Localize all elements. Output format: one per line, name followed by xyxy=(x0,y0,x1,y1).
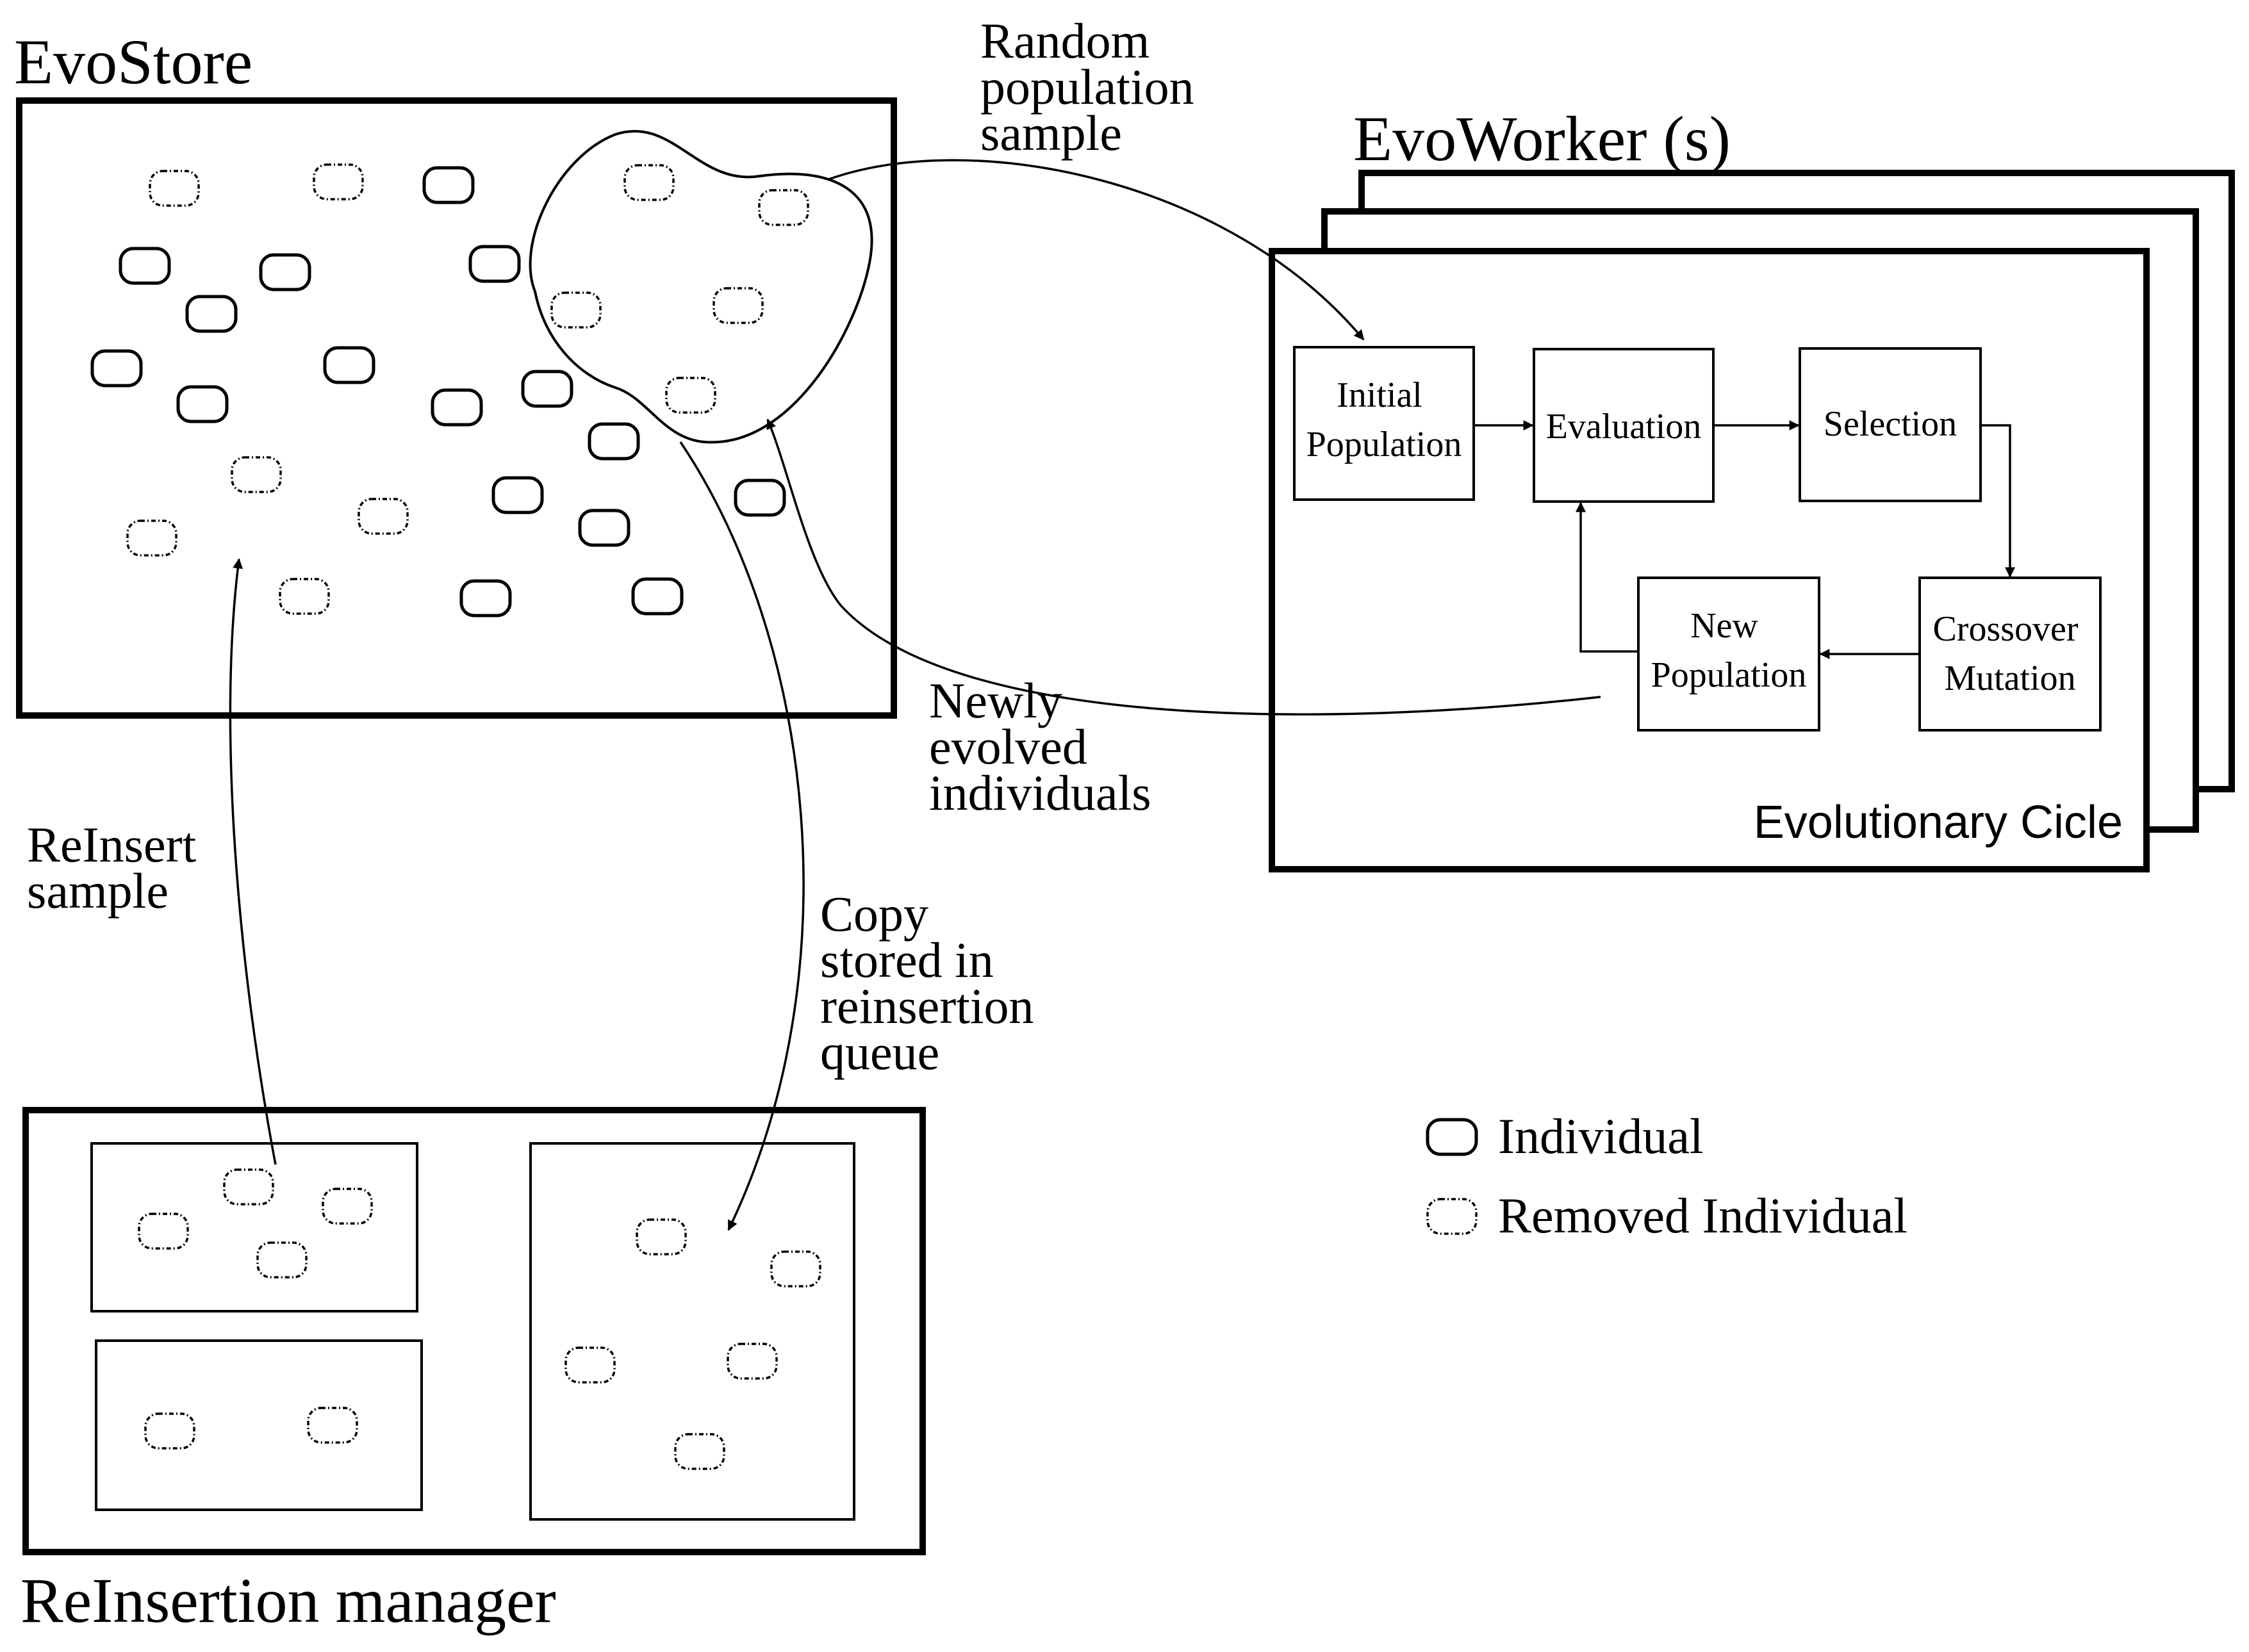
legend: Individual Removed Individual xyxy=(1426,1108,1907,1243)
evostore-title: EvoStore xyxy=(14,26,252,97)
removed-individual xyxy=(231,456,282,493)
individual xyxy=(578,509,630,547)
evaluation-box xyxy=(1533,348,1715,503)
arrow-new-population-to-evaluation xyxy=(1576,502,1638,653)
reinsert-sample-box-2 xyxy=(95,1339,423,1511)
individual xyxy=(468,245,521,283)
individual xyxy=(631,577,684,616)
individual xyxy=(431,388,483,427)
removed-individual xyxy=(758,189,809,226)
removed-individual xyxy=(138,1213,189,1250)
removed-individual xyxy=(623,164,675,201)
initial-population-box xyxy=(1293,346,1475,501)
legend-removed-individual-swatch xyxy=(1426,1198,1478,1235)
random-sample-annotation: Random population sample xyxy=(980,13,1207,161)
random-sample-region xyxy=(529,129,873,444)
removed-individual xyxy=(665,377,716,414)
arrow-random-sample-to-worker xyxy=(828,159,1365,341)
removed-individual xyxy=(770,1250,821,1288)
selection-box xyxy=(1799,347,1982,502)
individual xyxy=(119,247,171,285)
individual xyxy=(459,579,512,617)
removed-individual xyxy=(322,1188,373,1225)
removed-individual xyxy=(358,498,409,535)
removed-individual xyxy=(674,1433,725,1470)
individual xyxy=(323,346,375,384)
evoworker-title: EvoWorker (s) xyxy=(1353,103,1731,174)
reinsertion-manager: ReInsertion manager xyxy=(21,1107,926,1636)
legend-individual-swatch xyxy=(1426,1118,1478,1156)
new-population-label: New Population xyxy=(1651,606,1807,695)
evoworker: EvoWorker (s) Initial Population Evaluat… xyxy=(1269,103,2235,872)
individual xyxy=(422,166,475,204)
removed-individual xyxy=(713,287,764,324)
evostore-individuals xyxy=(90,163,809,617)
individual xyxy=(491,476,544,514)
newly-evolved-annotation: Newly evolved individuals xyxy=(929,673,1151,821)
reinsertion-manager-title: ReInsertion manager xyxy=(21,1565,556,1636)
arrow-copy-to-reinsertion-queue xyxy=(679,441,805,1231)
copy-stored-annotation: Copy stored in reinsertion queue xyxy=(820,886,1046,1080)
evolutionary-cycle-label: Evolutionary Cicle xyxy=(1754,797,2123,848)
crossover-mutation-box xyxy=(1918,577,2102,732)
removed-individual xyxy=(149,170,200,207)
removed-individual xyxy=(550,291,602,329)
legend-individual-label: Individual xyxy=(1498,1108,1704,1164)
evoworker-frame-front xyxy=(1269,248,2150,872)
individual xyxy=(176,385,229,423)
reinsertion-individuals xyxy=(138,1168,821,1470)
arrow-reinsert-sample-to-store xyxy=(229,558,277,1165)
individual xyxy=(90,349,143,388)
removed-individual xyxy=(727,1343,778,1380)
initial-population-label: Initial Population xyxy=(1306,375,1462,464)
new-population-box xyxy=(1637,577,1820,732)
removed-individual xyxy=(564,1346,616,1384)
legend-removed-individual-label: Removed Individual xyxy=(1498,1188,1907,1243)
removed-individual xyxy=(636,1218,687,1255)
evostore: EvoStore xyxy=(14,26,897,719)
arrow-newly-evolved-to-store xyxy=(766,418,1601,716)
individual xyxy=(588,422,640,461)
removed-individual xyxy=(256,1241,308,1279)
removed-individual xyxy=(279,578,330,615)
removed-individual xyxy=(126,519,177,557)
removed-individual xyxy=(144,1412,195,1450)
individual xyxy=(734,478,786,517)
individual xyxy=(185,295,238,333)
selection-label: Selection xyxy=(1824,404,1957,444)
removed-individual xyxy=(307,1407,358,1444)
individual xyxy=(259,253,311,291)
individual xyxy=(521,370,573,408)
removed-individual xyxy=(313,163,364,200)
crossover-mutation-label: Crossover Mutation xyxy=(1932,609,2087,698)
removed-individual xyxy=(223,1168,274,1206)
reinsert-sample-annotation: ReInsert sample xyxy=(27,817,209,919)
arrow-selection-to-crossover xyxy=(1981,424,2015,578)
evaluation-label: Evaluation xyxy=(1546,407,1702,446)
